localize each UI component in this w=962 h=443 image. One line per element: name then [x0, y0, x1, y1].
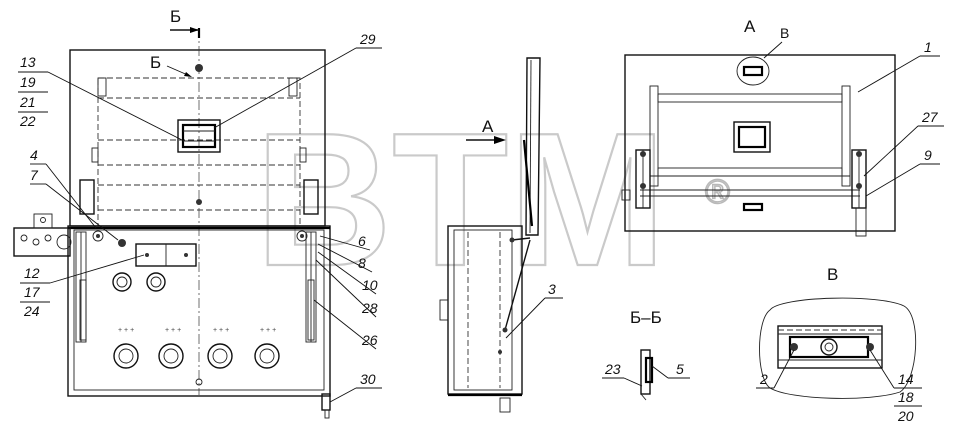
svg-text:+ + +: + + + — [260, 327, 276, 334]
callout-5: 5 — [676, 361, 684, 377]
view-v: В — [759, 265, 917, 399]
svg-text:+ + +: + + + — [165, 327, 181, 334]
front-lower-box — [67, 225, 331, 397]
view-a-title: А — [744, 17, 756, 36]
section-marker-b: Б Б — [150, 7, 201, 77]
view-v-lock-plate — [777, 325, 883, 369]
section-bb-title: Б–Б — [630, 308, 662, 327]
gland-row: + + + + + + + + + + + + — [113, 327, 280, 369]
callout-9: 9 — [924, 147, 932, 163]
view-v-outline — [759, 297, 917, 399]
watermark-text: BTM — [255, 94, 667, 306]
callout-29: 29 — [359, 31, 376, 47]
section-letter-inner: Б — [150, 53, 161, 72]
callout-2: 2 — [759, 371, 768, 387]
svg-text:+ + +: + + + — [213, 327, 229, 334]
callout-23: 23 — [604, 361, 621, 377]
view-a: А В — [621, 17, 896, 237]
callout-22: 22 — [19, 113, 36, 129]
bolt-top — [195, 64, 203, 72]
handle-outer — [177, 119, 221, 153]
view-v-title: В — [827, 265, 838, 284]
callout-26: 26 — [361, 332, 378, 348]
view-a-detail-letter: В — [780, 25, 789, 41]
arrow-a-label: А — [482, 117, 494, 136]
callout-30: 30 — [360, 371, 376, 387]
front-view: + + + + + + + + + + + + — [13, 28, 331, 419]
callout-14: 14 — [898, 371, 914, 387]
callout-27: 27 — [921, 109, 939, 125]
callout-28: 28 — [361, 300, 378, 316]
callout-17: 17 — [24, 284, 41, 300]
callout-7: 7 — [30, 167, 39, 183]
bolt-mid — [196, 199, 202, 205]
callout-20: 20 — [897, 408, 914, 424]
handle-inner — [181, 123, 217, 149]
callout-24: 24 — [23, 303, 40, 319]
callout-21: 21 — [19, 94, 36, 110]
view-a-panel — [624, 54, 896, 232]
section-letter-top: Б — [170, 7, 181, 26]
section-bb: Б–Б 23 5 — [602, 308, 690, 401]
callout-18: 18 — [898, 389, 914, 405]
side-view: А — [439, 57, 541, 413]
callout-13: 13 — [20, 54, 36, 70]
svg-text:+ + +: + + + — [118, 327, 134, 334]
callout-3: 3 — [548, 281, 556, 297]
callout-8: 8 — [358, 255, 366, 271]
callout-12: 12 — [24, 265, 40, 281]
callout-19: 19 — [20, 74, 36, 90]
external-bracket — [13, 227, 71, 257]
callout-1: 1 — [924, 39, 932, 55]
callout-10: 10 — [362, 277, 378, 293]
part-7-bolt — [118, 239, 126, 247]
left-callouts: 13 19 21 22 4 7 12 17 24 29 6 8 10 28 26… — [18, 31, 382, 403]
watermark-registered: ® — [705, 173, 730, 211]
callout-6: 6 — [358, 233, 366, 249]
view-a-detail-circle — [736, 56, 770, 86]
callout-4: 4 — [30, 147, 38, 163]
